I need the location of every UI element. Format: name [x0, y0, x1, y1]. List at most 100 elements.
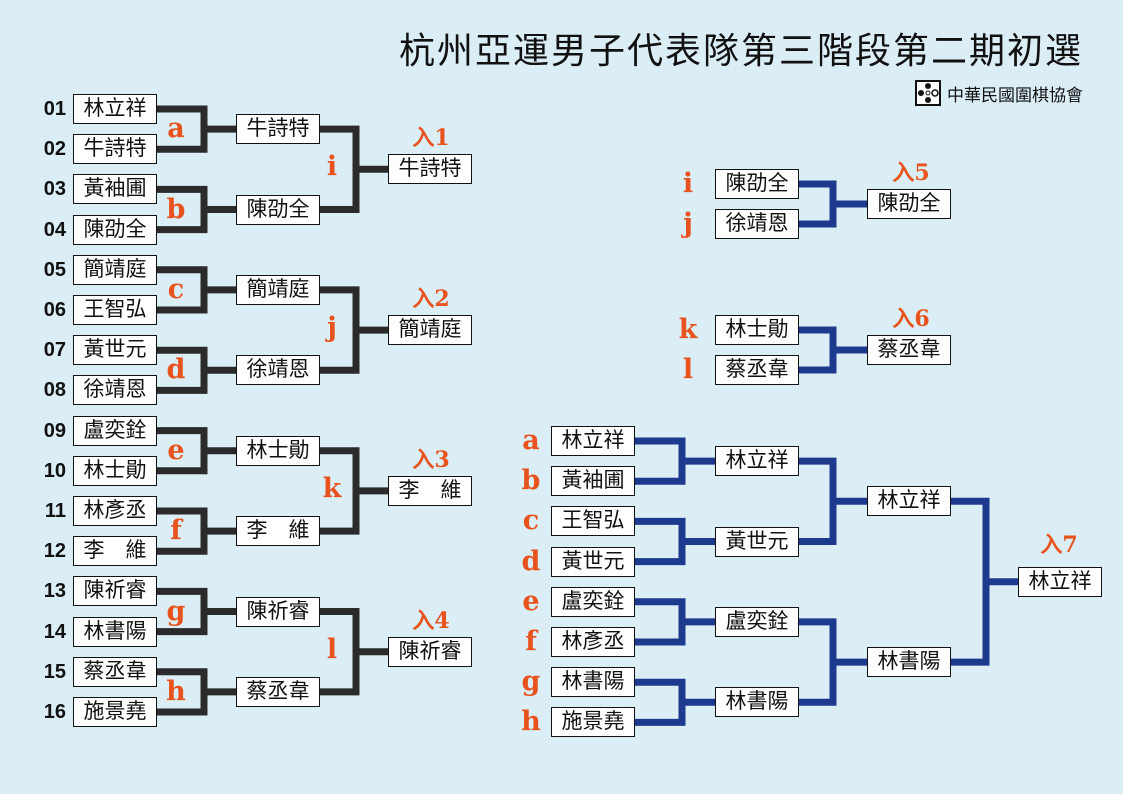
seed-number: 10 — [43, 459, 66, 482]
round1-winner: 牛詩特 — [236, 114, 320, 145]
player-entry: 蔡丞韋 — [715, 355, 799, 385]
bracket-connector — [157, 587, 236, 636]
qualifier-label: 入6 — [892, 306, 930, 332]
player-entry: 林士勛 — [73, 455, 157, 486]
seed-number: 05 — [43, 258, 66, 281]
round1-winner: 李 維 — [236, 516, 320, 547]
bracket-connector — [951, 497, 1018, 666]
player-entry: 盧奕銓 — [73, 415, 157, 446]
match-label: l — [326, 633, 338, 665]
match-label: i — [682, 168, 694, 199]
player-entry: 黃世元 — [73, 335, 157, 366]
seed-number: 11 — [44, 500, 66, 522]
match-label: k — [678, 314, 698, 345]
player-entry: 施景堯 — [551, 707, 635, 738]
page-title: 杭州亞運男子代表隊第三階段第二期初選 — [398, 31, 1083, 72]
match-label: b — [166, 193, 186, 225]
bracket-connector — [320, 608, 388, 696]
qualifier-entry: 陳劭全 — [867, 189, 951, 219]
qualifier-label: 入3 — [412, 446, 450, 473]
player-entry: 簡靖庭 — [73, 254, 157, 285]
player-entry: 黃袖圃 — [73, 174, 157, 205]
bracket-connector — [635, 678, 715, 726]
seed-number: 14 — [43, 620, 66, 643]
bracket-connector — [799, 326, 867, 374]
match-label: h — [166, 675, 186, 707]
bracket-connector — [799, 457, 867, 545]
match-label: a — [167, 113, 185, 145]
qualifier-label: 入1 — [412, 125, 450, 152]
player-entry: 施景堯 — [73, 697, 157, 727]
bracket-connector — [635, 598, 715, 646]
player-entry: 李 維 — [73, 536, 157, 567]
seed-number: 07 — [43, 339, 66, 362]
bracket-connector — [157, 105, 236, 153]
round2-winner: 林書陽 — [867, 647, 951, 678]
qualifier-entry: 牛詩特 — [388, 154, 472, 185]
match-label: g — [521, 666, 541, 698]
bracket-connector — [157, 507, 236, 555]
match-label: e — [167, 434, 185, 466]
match-label: f — [170, 515, 182, 547]
seed-number: 09 — [43, 419, 66, 442]
round1-winner: 黃世元 — [715, 526, 799, 557]
player-entry: 徐靖恩 — [715, 209, 799, 239]
match-label: b — [521, 465, 541, 497]
player-entry: 徐靖恩 — [73, 375, 157, 406]
round2-winner: 林立祥 — [867, 486, 951, 517]
match-label: k — [322, 472, 342, 504]
player-entry: 蔡丞韋 — [73, 656, 157, 687]
player-entry: 王智弘 — [551, 506, 635, 537]
qualifier-entry: 林立祥 — [1018, 566, 1102, 597]
qualifier-entry: 簡靖庭 — [388, 315, 472, 346]
match-label: c — [522, 505, 540, 537]
player-entry: 林士勛 — [715, 315, 799, 345]
player-entry: 林書陽 — [73, 616, 157, 647]
bracket-connector — [320, 447, 388, 535]
seed-number: 02 — [43, 138, 66, 161]
player-entry: 林立祥 — [73, 94, 157, 124]
match-label: e — [522, 585, 540, 617]
qualifier-label: 入2 — [412, 286, 450, 313]
bracket-connector — [157, 346, 236, 394]
bracket-connector — [799, 180, 867, 228]
seed-number: 15 — [43, 660, 66, 683]
qualifier-label: 入5 — [892, 160, 930, 186]
bracket-connector — [157, 668, 236, 716]
seed-number: 06 — [43, 299, 66, 321]
bracket-connector — [320, 125, 388, 213]
bracket-connector — [157, 427, 236, 475]
match-label: j — [683, 208, 693, 239]
player-entry: 林立祥 — [551, 426, 635, 456]
match-label: i — [326, 151, 338, 183]
round1-winner: 陳劭全 — [236, 194, 320, 225]
round1-winner: 徐靖恩 — [236, 355, 320, 386]
seed-number: 01 — [43, 98, 66, 120]
match-label: a — [522, 425, 540, 456]
seed-number: 04 — [43, 218, 66, 241]
player-entry: 盧奕銓 — [551, 586, 635, 617]
bracket-connector — [799, 618, 867, 706]
association-name: 中華民國圍棋協會 — [947, 85, 1083, 106]
round1-winner: 林書陽 — [715, 687, 799, 718]
player-entry: 陳劭全 — [73, 214, 157, 245]
bracket-connector — [320, 286, 388, 374]
player-entry: 王智弘 — [73, 295, 157, 325]
round1-winner: 陳祈睿 — [236, 596, 320, 627]
association-credit: 中華民國圍棋協會 — [915, 80, 1083, 106]
match-label: c — [167, 273, 185, 305]
seed-number: 08 — [43, 379, 66, 402]
seed-number: 13 — [43, 580, 66, 603]
qualifier-entry: 陳祈睿 — [388, 636, 472, 667]
match-label: l — [682, 354, 694, 385]
player-entry: 林彥丞 — [73, 496, 157, 526]
round1-winner: 林立祥 — [715, 446, 799, 477]
player-entry: 陳祈睿 — [73, 576, 157, 607]
seed-number: 03 — [43, 178, 66, 201]
round1-winner: 簡靖庭 — [236, 274, 320, 305]
player-entry: 牛詩特 — [73, 134, 157, 165]
bracket-connector — [157, 185, 236, 234]
player-entry: 黃袖圃 — [551, 466, 635, 497]
bracket-connector — [635, 517, 715, 566]
